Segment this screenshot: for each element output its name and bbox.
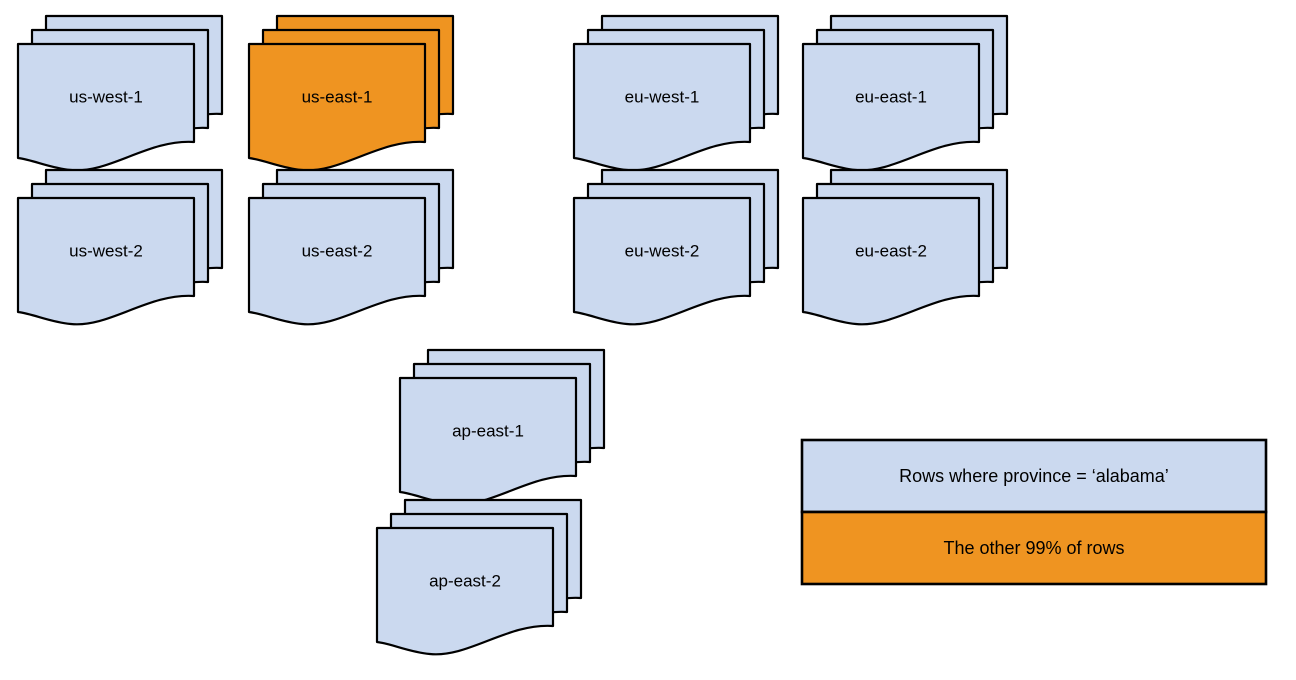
legend-row-other: The other 99% of rows — [800, 510, 1268, 586]
region-sheet-front[interactable] — [572, 42, 752, 172]
region-stack-eu-east-2[interactable]: eu-east-2 — [801, 168, 1009, 326]
region-stack-ap-east-2[interactable]: ap-east-2 — [375, 498, 583, 656]
legend: Rows where province = ‘alabama’ The other… — [800, 438, 1268, 586]
region-label-us-east-2: us-east-2 — [302, 241, 373, 260]
region-sheet-front[interactable] — [572, 196, 752, 326]
region-stacks-layer: us-west-1 us-east-1 eu-west-1 eu-east-1 us-w… — [16, 14, 1009, 656]
region-label-eu-east-1: eu-east-1 — [855, 87, 927, 106]
region-sheet-front[interactable] — [247, 42, 427, 172]
legend-row-alabama-swatch — [800, 438, 1268, 514]
region-label-eu-west-1: eu-west-1 — [625, 87, 700, 106]
region-stack-us-east-2[interactable]: us-east-2 — [247, 168, 455, 326]
region-stack-us-west-2[interactable]: us-west-2 — [16, 168, 224, 326]
region-stack-us-east-1[interactable]: us-east-1 — [247, 14, 455, 172]
region-stack-eu-east-1[interactable]: eu-east-1 — [801, 14, 1009, 172]
region-label-ap-east-1: ap-east-1 — [452, 421, 524, 440]
region-label-us-east-1: us-east-1 — [302, 87, 373, 106]
region-label-us-west-2: us-west-2 — [69, 241, 143, 260]
legend-row-alabama-label: Rows where province = ‘alabama’ — [899, 466, 1169, 486]
region-sheet-front[interactable] — [16, 42, 196, 172]
legend-row-other-swatch — [800, 510, 1268, 586]
region-sheet-front[interactable] — [801, 42, 981, 172]
region-sheet-front[interactable] — [16, 196, 196, 326]
region-stack-us-west-1[interactable]: us-west-1 — [16, 14, 224, 172]
region-label-us-west-1: us-west-1 — [69, 87, 143, 106]
region-sheet-front[interactable] — [801, 196, 981, 326]
legend-row-other-label: The other 99% of rows — [943, 538, 1124, 558]
legend-row-alabama: Rows where province = ‘alabama’ — [800, 438, 1268, 514]
region-stack-eu-west-2[interactable]: eu-west-2 — [572, 168, 780, 326]
region-sheet-front[interactable] — [375, 526, 555, 656]
region-label-eu-east-2: eu-east-2 — [855, 241, 927, 260]
region-stack-eu-west-1[interactable]: eu-west-1 — [572, 14, 780, 172]
region-label-ap-east-2: ap-east-2 — [429, 571, 501, 590]
region-label-eu-west-2: eu-west-2 — [625, 241, 700, 260]
region-sheet-front[interactable] — [398, 376, 578, 506]
region-sheet-front[interactable] — [247, 196, 427, 326]
region-stack-ap-east-1[interactable]: ap-east-1 — [398, 348, 606, 506]
